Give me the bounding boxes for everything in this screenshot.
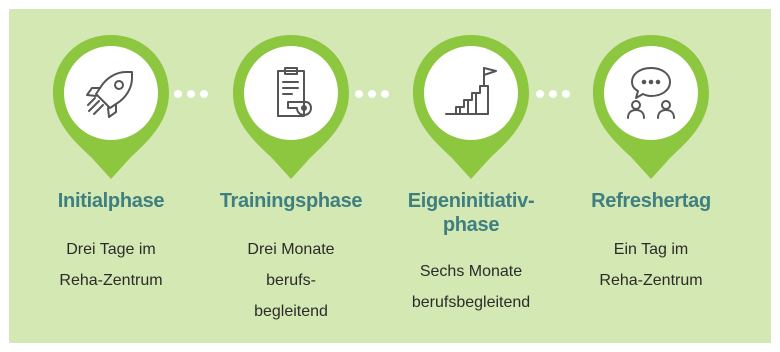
phase-desc-3: Sechs Monate berufsbegleitend <box>411 263 531 311</box>
phase-title-1: Initialphase <box>57 190 165 212</box>
phase-title-3: Eigeninitiativ- phase <box>407 190 535 236</box>
phase-desc-4: Ein Tag im Reha-Zentrum <box>599 241 703 289</box>
phase-desc-1: Drei Tage im Reha-Zentrum <box>59 241 163 289</box>
connector-dots-1 <box>174 90 218 100</box>
connector-dots-2 <box>355 90 399 100</box>
phase-pin-4 <box>589 31 713 191</box>
stairs-flag-icon <box>445 67 497 115</box>
phase-desc-2: Drei Monate berufs- begleitend <box>247 241 335 320</box>
phase-pin-2 <box>229 31 353 191</box>
connector-dots-3 <box>536 90 580 100</box>
clipboard-whistle-icon <box>277 67 312 117</box>
phase-pin-1 <box>49 31 173 191</box>
people-chat-icon <box>627 67 675 119</box>
rocket-icon <box>86 71 133 118</box>
phase-title-2: Trainingsphase <box>219 190 363 212</box>
phase-pin-3 <box>409 31 533 191</box>
phase-title-4: Refreshertag <box>591 190 711 212</box>
